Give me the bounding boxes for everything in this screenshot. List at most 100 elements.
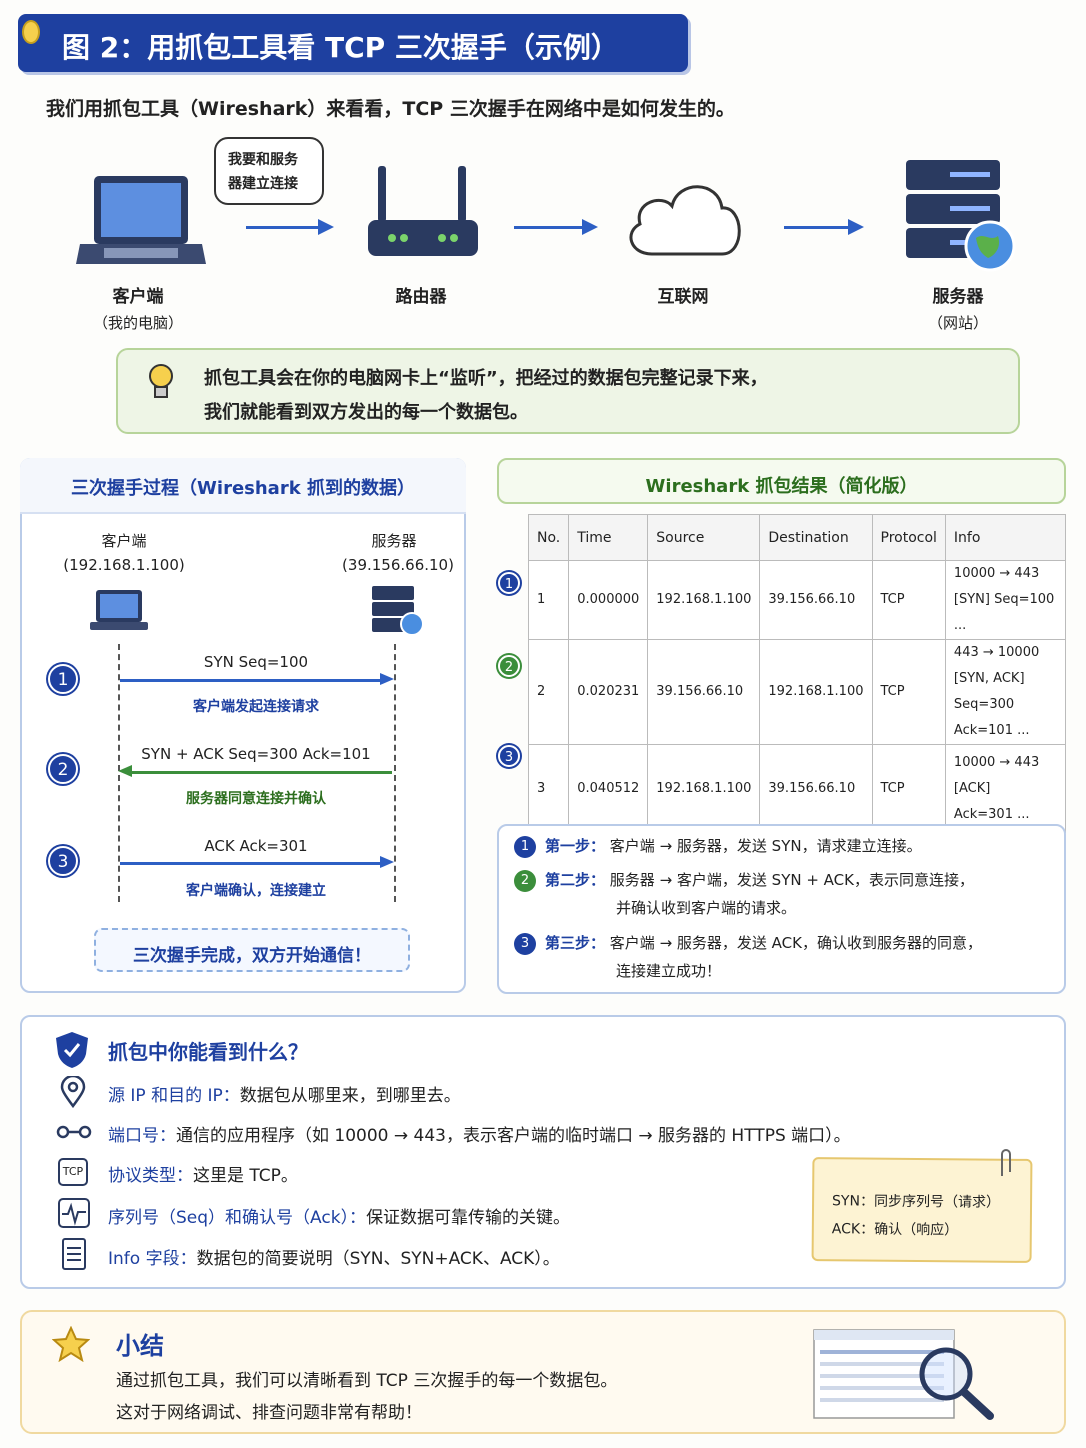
- step-2-message: SYN + ACK Seq=300 Ack=101: [141, 745, 371, 763]
- row-3-badge: 3: [498, 745, 520, 767]
- field-value: 保证数据可靠传输的关键。: [366, 1208, 571, 1228]
- cell-destination: 192.168.1.100: [759, 639, 873, 745]
- summary-line-2: 这对于网络调试、排查问题非常有帮助！: [116, 1403, 422, 1423]
- column-header: No.: [527, 514, 570, 561]
- wireshark-title: Wireshark 抓包结果（简化版）: [497, 458, 1066, 504]
- table-row[interactable]: 1 0.000000 192.168.1.100 39.156.66.10 TC…: [527, 560, 1067, 640]
- step-1-desc: 客户端发起连接请求: [193, 699, 319, 715]
- handshake-panel: [20, 458, 466, 993]
- field-key: 协议类型：: [108, 1166, 193, 1186]
- step-2-row: 第二步： 服务器 → 客户端，发送 SYN + ACK，表示同意连接，: [545, 866, 974, 894]
- speech-bubble: 我要和服务 器建立连接: [214, 137, 324, 205]
- server-sublabel: （网站）: [927, 314, 988, 332]
- sticky-line-2: ACK：确认（响应）: [831, 1221, 959, 1239]
- server-lifeline: [394, 644, 396, 902]
- step-3-desc: 客户端确认，连接建立: [186, 883, 326, 899]
- page-title-bar: 图 2：用抓包工具看 TCP 三次握手（示例）: [18, 14, 688, 72]
- field-item: Info 字段：数据包的简要说明（SYN、SYN+ACK、ACK）。: [108, 1244, 560, 1269]
- step-3-arrow: [120, 862, 384, 865]
- field-key: Info 字段：: [108, 1249, 197, 1269]
- step-2-value-cont: 并确认收到客户端的请求。: [616, 899, 797, 917]
- cell-protocol: TCP: [871, 560, 946, 640]
- field-item: 端口号：通信的应用程序（如 10000 → 443，表示客户端的临时端口 → 服…: [108, 1121, 851, 1146]
- note-line-1: 抓包工具会在你的电脑网卡上“监听”，把经过的数据包完整记录下来，: [204, 368, 768, 389]
- step-3-badge: 3: [48, 846, 78, 876]
- step-2-desc: 服务器同意连接并确认: [186, 791, 326, 807]
- column-header: Destination: [759, 514, 873, 561]
- step-1-arrow: [120, 679, 384, 682]
- column-header: Protocol: [871, 514, 946, 561]
- info-line: [SYN, ACK]: [953, 671, 1025, 686]
- server-icon: [372, 586, 424, 636]
- cell-source: 39.156.66.10: [647, 639, 761, 745]
- router-icon: [368, 166, 478, 256]
- hs-client-label: 客户端: [101, 532, 147, 550]
- info-line: [SYN] Seq=100 ...: [953, 592, 1055, 633]
- cell-info: 10000 → 443[ACK]Ack=301 ...: [944, 744, 1067, 833]
- hs-server-ip: (39.156.66.10): [342, 556, 454, 574]
- step-1-value: 客户端 → 服务器，发送 SYN，请求建立连接。: [609, 837, 922, 855]
- step-2-badge: 2: [48, 754, 78, 784]
- arrow-line: [784, 226, 850, 229]
- cell-time: 0.040512: [568, 744, 649, 833]
- table-row[interactable]: 2 0.020231 39.156.66.10 192.168.1.100 TC…: [527, 639, 1067, 745]
- capture-fields-title: 抓包中你能看到什么？: [108, 1040, 308, 1064]
- sticky-line-1: SYN：同步序列号（请求）: [832, 1193, 1001, 1211]
- info-line: Ack=301 ...: [953, 806, 1030, 822]
- step-2-arrow: [130, 771, 392, 774]
- hs-client-ip: (192.168.1.100): [63, 556, 185, 574]
- cell-destination: 39.156.66.10: [759, 560, 873, 640]
- cell-time: 0.000000: [568, 560, 649, 640]
- step-1-key: 第一步：: [545, 837, 606, 855]
- field-key: 序列号（Seq）和确认号（Ack）：: [108, 1208, 367, 1228]
- shield-icon: [56, 1032, 88, 1068]
- field-item: 序列号（Seq）和确认号（Ack）：保证数据可靠传输的关键。: [108, 1203, 570, 1228]
- arrow-left-icon: [118, 765, 132, 777]
- intro-text: 我们用抓包工具（Wireshark）来看看，TCP 三次握手在网络中是如何发生的…: [46, 98, 735, 120]
- arrow-right-icon: [318, 219, 334, 235]
- field-value: 数据包的简要说明（SYN、SYN+ACK、ACK）。: [196, 1249, 560, 1269]
- table-header-row: No. Time Source Destination Protocol Inf…: [527, 514, 1067, 561]
- step-3-message: ACK Ack=301: [204, 837, 308, 855]
- row-1-badge: 1: [498, 572, 520, 594]
- step-3-row: 第三步： 客户端 → 服务器，发送 ACK，确认收到服务器的同意，: [545, 929, 982, 957]
- arrow-line: [246, 226, 320, 229]
- field-key: 端口号：: [108, 1126, 176, 1146]
- field-value: 通信的应用程序（如 10000 → 443，表示客户端的临时端口 → 服务器的 …: [176, 1126, 851, 1146]
- arrow-right-icon: [582, 219, 598, 235]
- cell-no: 3: [527, 744, 570, 833]
- step-2-value: 服务器 → 客户端，发送 SYN + ACK，表示同意连接，: [609, 871, 974, 889]
- pulse-monitor-icon: [58, 1198, 90, 1228]
- step-3-key: 第三步：: [545, 934, 606, 952]
- summary-title: 小结: [116, 1332, 164, 1360]
- info-line: Seq=300 Ack=101 ...: [953, 697, 1030, 738]
- step-2-key: 第二步：: [545, 871, 606, 889]
- column-header: Source: [647, 514, 761, 561]
- server-label: 服务器: [932, 287, 984, 307]
- field-key: 源 IP 和目的 IP：: [108, 1086, 240, 1106]
- field-item: 协议类型：这里是 TCP。: [108, 1161, 298, 1186]
- field-value: 这里是 TCP。: [193, 1166, 298, 1186]
- row-2-badge: 2: [498, 655, 520, 677]
- step-1-badge: 1: [514, 836, 536, 858]
- handshake-title: 三次握手过程（Wireshark 抓到的数据）: [20, 458, 466, 514]
- packet-capture-illustration: [813, 1329, 994, 1420]
- info-line: 10000 → 443: [953, 566, 1040, 581]
- cell-time: 0.020231: [568, 639, 649, 745]
- step-3-value: 客户端 → 服务器，发送 ACK，确认收到服务器的同意，: [609, 934, 982, 952]
- table-row[interactable]: 3 0.040512 192.168.1.100 39.156.66.10 TC…: [527, 744, 1067, 833]
- field-value: 数据包从哪里来，到哪里去。: [239, 1086, 461, 1106]
- step-1-badge: 1: [48, 664, 78, 694]
- cell-no: 2: [527, 639, 570, 745]
- handshake-complete-banner: 三次握手完成，双方开始通信！: [94, 928, 410, 972]
- paperclip-icon: [1001, 1149, 1011, 1176]
- packet-table: No. Time Source Destination Protocol Inf…: [527, 514, 1067, 833]
- client-sublabel: （我的电脑）: [92, 314, 183, 332]
- cell-protocol: TCP: [871, 744, 946, 833]
- cloud-icon: [629, 185, 741, 256]
- document-icon: [62, 1238, 86, 1270]
- arrow-line: [514, 226, 584, 229]
- server-icon: [906, 160, 1016, 272]
- cell-destination: 39.156.66.10: [759, 744, 873, 833]
- cell-protocol: TCP: [871, 639, 946, 745]
